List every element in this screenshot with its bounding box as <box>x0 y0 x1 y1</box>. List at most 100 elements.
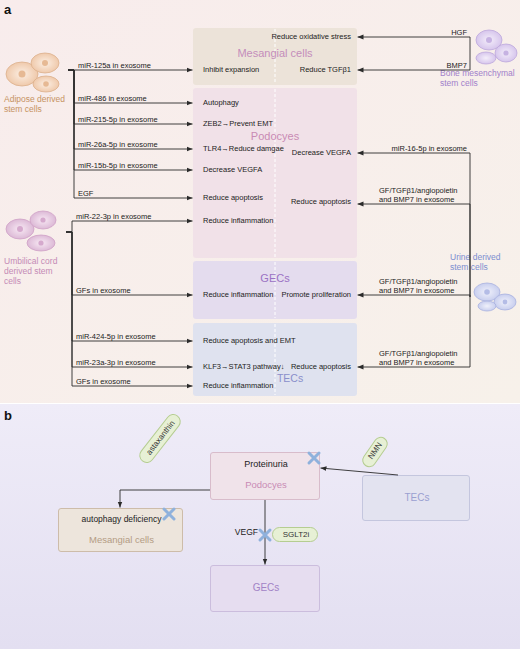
panel-label: a <box>4 2 11 17</box>
node-text: Decrease VEGFA <box>203 165 293 174</box>
cell-box: GECs <box>210 565 320 612</box>
node-text: Podocyes <box>211 479 321 490</box>
stem-cell-group: Umbilical cord derived stem cells <box>4 212 66 252</box>
node-text: Adipose derived stem cells <box>4 94 74 114</box>
nucleus <box>38 240 43 245</box>
node-text: SGLT2i <box>273 530 319 540</box>
edge-label: miR-26a-5p in exosome <box>78 140 158 149</box>
nucleus <box>503 50 508 55</box>
cell <box>30 211 56 229</box>
node-text: Reduce inflammation <box>203 290 293 299</box>
node-text: Reduce inflammation <box>203 216 293 225</box>
nucleus <box>42 60 48 66</box>
cell-box: ProteinuriaPodocyes <box>210 452 320 500</box>
arrow-connector <box>66 221 193 232</box>
edge-label: GFs in exosome <box>76 286 131 295</box>
cell-box: TECsReduce apoptosis and EMTKLF3→STAT3 p… <box>193 323 357 396</box>
nucleus <box>43 81 49 87</box>
node-text: Autophagy <box>203 98 293 107</box>
node-text: KLF3→STAT3 pathway↓ <box>203 362 293 371</box>
node-text: Decrease VEGFA <box>263 148 351 157</box>
stem-cell-group: Urine derived stem cells <box>470 282 516 312</box>
drug-pill: SGLT2i <box>272 527 318 542</box>
cell-box: Mesangial cellsInhibit expansion Reduce o… <box>193 28 357 85</box>
box-heading: Mesangial cells <box>193 47 357 60</box>
node-text: Reduce apoptosis <box>263 197 351 206</box>
nucleus <box>486 37 492 43</box>
edge-label: GFs in exosome <box>76 377 131 386</box>
node-text: Bone mesenchymal stem cells <box>440 68 520 88</box>
node-text: ZEB2→Prevent EMT <box>203 119 303 128</box>
cell <box>478 301 496 311</box>
edge-label: miR-424-5p in exosome <box>76 332 156 341</box>
cell-box: TECs <box>362 475 470 521</box>
arrow-connector <box>265 500 266 565</box>
edge-label: VEGF <box>235 527 258 537</box>
nucleus <box>17 226 23 232</box>
edge-label: miR-125a in exosome <box>78 61 151 70</box>
edge-label: BMP7 <box>447 61 467 70</box>
arrow-connector <box>358 153 471 297</box>
node-text: Umbilical cord derived stem cells <box>4 256 66 287</box>
node-text: Reduce apoptosis <box>203 193 293 202</box>
edge-label: miR-22-3p in exosome <box>76 212 151 221</box>
bone-cells <box>476 30 517 64</box>
node-text: Reduce oxidative stress <box>253 32 351 41</box>
node-text: Reduce TGFβ1 <box>273 65 351 74</box>
arrow-connector <box>68 70 193 124</box>
arrow-connector <box>358 297 471 367</box>
node-text: TLR4→Reduce damgae <box>203 144 303 153</box>
umbilical-cells <box>6 211 56 251</box>
adipose-cells <box>6 53 59 92</box>
node-text: Inhibit expansion <box>203 65 293 74</box>
node-text: Promote proliferation <box>253 290 351 299</box>
node-text: Reduce inflammation <box>203 381 293 390</box>
cell <box>494 294 516 310</box>
box-heading: Proteinuria <box>211 459 321 470</box>
panel-background <box>0 404 520 649</box>
box-heading: Podocyes <box>193 130 357 143</box>
box-heading: GECs <box>193 272 357 285</box>
stem-cell-group: Bone mesenchymal stem cells <box>470 26 516 64</box>
arrow-connector <box>66 232 193 295</box>
edge-label: miR-486 in exosome <box>78 94 147 103</box>
edge-label: miR-215-5p in exosome <box>78 115 158 124</box>
edge-label: miR-15b-5p in exosome <box>78 161 158 170</box>
panel-label: b <box>4 408 12 423</box>
edge-label: miR-16-5p in exosome <box>392 144 467 153</box>
cell-box: GECsReduce inflammationPromote prolifera… <box>193 261 357 319</box>
cell <box>495 44 517 62</box>
box-heading: TECs <box>363 492 471 504</box>
cell <box>476 52 496 64</box>
cell <box>33 76 59 92</box>
arrow-connector <box>321 468 399 475</box>
edge-label: GF/TGFβ1/angiopoietin and BMP7 in exosom… <box>379 277 467 295</box>
edge-label: GF/TGFβ1/angiopoietin and BMP7 in exosom… <box>379 349 467 367</box>
cell <box>6 219 34 239</box>
cell-box: autophagy deficiencyMesangial cells <box>58 508 183 552</box>
nucleus <box>503 300 508 305</box>
stem-cell-group: Adipose derived stem cells <box>4 52 68 92</box>
arrow-connector <box>358 37 471 38</box>
nucleus <box>19 71 26 78</box>
arrow-connector <box>68 70 193 103</box>
edge-label: EGF <box>78 189 93 198</box>
node-text: Reduce apoptosis and EMT <box>203 336 313 345</box>
cell <box>27 235 55 251</box>
arrow-connector <box>66 232 193 386</box>
arrow-connector <box>120 490 210 508</box>
cell <box>31 53 59 73</box>
nucleus <box>484 289 490 295</box>
node-text: Urine derived stem cells <box>450 252 520 272</box>
urine-cells <box>474 283 516 311</box>
cell-box: Podocyes AutophagyZEB2→Prevent EMT TLR4→Re… <box>193 88 357 258</box>
node-text: Mesangial cells <box>59 534 184 545</box>
arrow-connector <box>68 70 193 71</box>
block-cross <box>260 530 270 540</box>
arrow-connector <box>358 204 471 297</box>
arrow-connector <box>358 37 471 70</box>
arrow-connector <box>358 295 471 297</box>
arrow-connector <box>68 70 193 149</box>
arrow-connector <box>68 70 193 170</box>
arrow-connector <box>68 70 193 198</box>
